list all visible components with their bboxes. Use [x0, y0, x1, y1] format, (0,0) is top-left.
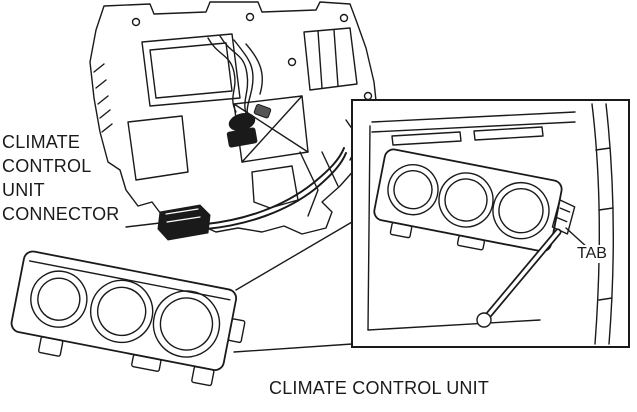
tab-illustration [551, 199, 576, 235]
wiring-harness-illustration [207, 35, 272, 148]
pry-tool-illustration [476, 228, 562, 328]
tab-label-leader-line [565, 227, 589, 249]
knob-center [89, 279, 154, 344]
connector-illustration [157, 204, 211, 241]
inset-detail-illustration [351, 99, 630, 348]
knob-left [30, 270, 88, 328]
label-climate-control-unit-connector: CLIMATE CONTROL UNIT CONNECTOR [2, 132, 120, 224]
connector-cable-illustration [205, 147, 347, 230]
inset-dashboard-illustration [367, 103, 614, 345]
label-tab: TAB [576, 245, 608, 263]
knob-right [152, 290, 221, 358]
inset-climate-control-unit-illustration [373, 148, 576, 253]
connector-label-leader-line [125, 222, 161, 228]
callout-lines [233, 221, 353, 353]
label-climate-control-unit: CLIMATE CONTROL UNIT [269, 378, 490, 398]
climate-control-unit-illustration [10, 250, 246, 387]
